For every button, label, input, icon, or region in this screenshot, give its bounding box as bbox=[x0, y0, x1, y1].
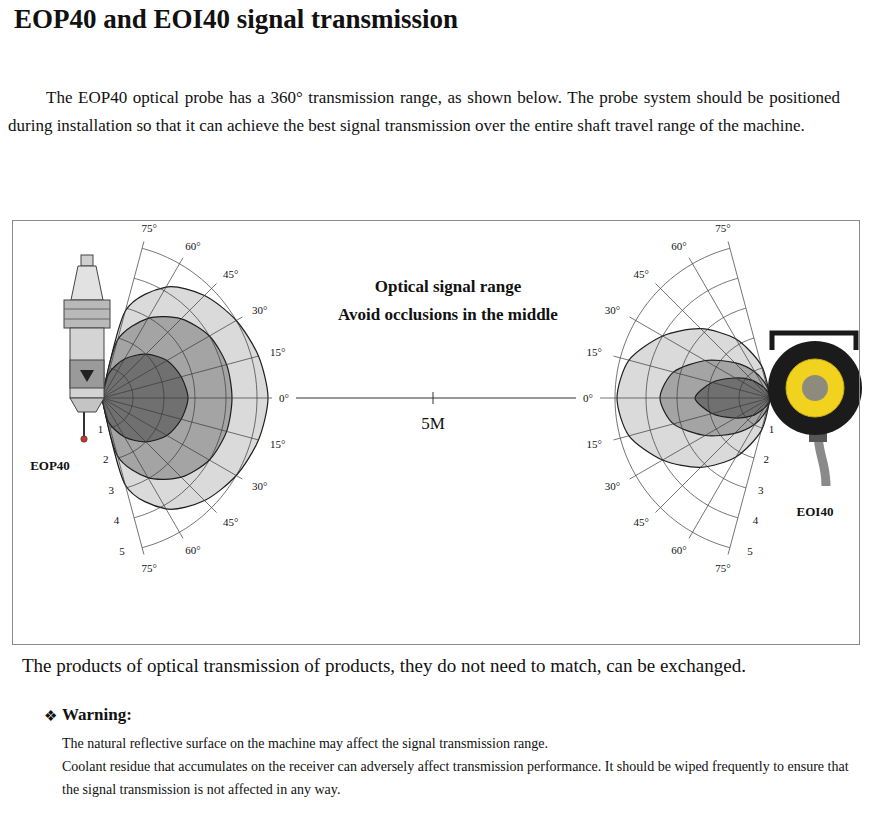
indicator-mark bbox=[80, 370, 94, 382]
note-text: The products of optical transmission of … bbox=[22, 655, 746, 677]
angle-ray bbox=[102, 258, 183, 398]
range-number: 4 bbox=[753, 514, 759, 526]
angle-ray bbox=[102, 317, 242, 398]
intro-paragraph: The EOP40 optical probe has a 360° trans… bbox=[8, 84, 840, 140]
angle-label: 0° bbox=[582, 392, 594, 404]
angle-label: 45° bbox=[222, 268, 239, 280]
part-name: EOP40 bbox=[30, 458, 70, 474]
angle-label: 30° bbox=[251, 304, 268, 316]
part-name: EOI40 bbox=[797, 504, 834, 520]
angle-label: 30° bbox=[604, 480, 621, 492]
distance-tick bbox=[433, 392, 434, 404]
signal-lobes bbox=[102, 287, 770, 510]
warning-text: Coolant residue that accumulates on the … bbox=[62, 755, 852, 801]
range-number: 5 bbox=[747, 545, 753, 557]
probe-nose bbox=[70, 398, 104, 412]
range-number: 3 bbox=[108, 484, 114, 496]
angle-label: 15° bbox=[585, 438, 602, 450]
flange-groove bbox=[64, 309, 110, 310]
angle-ray bbox=[614, 356, 770, 398]
angle-ray bbox=[614, 398, 770, 440]
angle-ray bbox=[728, 398, 770, 554]
angle-label: 75° bbox=[714, 222, 731, 234]
angle-label: 45° bbox=[222, 516, 239, 528]
angle-ray bbox=[655, 398, 770, 513]
angle-label: 0° bbox=[278, 392, 290, 404]
angle-ray bbox=[630, 398, 770, 479]
receiver-housing bbox=[768, 341, 862, 435]
angle-label: 30° bbox=[604, 304, 621, 316]
angle-label: 75° bbox=[140, 562, 157, 574]
polar-grid bbox=[102, 242, 770, 555]
angle-label: 45° bbox=[633, 516, 650, 528]
range-number: 4 bbox=[114, 514, 120, 526]
frame-heading: Optical signal rangeAvoid occlusions in … bbox=[263, 273, 633, 329]
angle-ray bbox=[102, 398, 144, 554]
angle-label: 15° bbox=[585, 346, 602, 358]
angle-ray bbox=[600, 398, 770, 399]
angle-ray bbox=[102, 398, 217, 513]
angle-ray bbox=[689, 398, 770, 538]
warning-heading: Warning: bbox=[62, 705, 132, 725]
range-number: 2 bbox=[763, 453, 769, 465]
angle-label: 75° bbox=[714, 562, 731, 574]
page-title: EOP40 and EOI40 signal transmission bbox=[14, 4, 458, 35]
stylus-ball bbox=[81, 436, 87, 442]
angle-label: 60° bbox=[184, 240, 201, 252]
probe-body bbox=[70, 328, 104, 398]
angle-ray bbox=[102, 398, 258, 440]
distance-line bbox=[296, 398, 576, 399]
frame-caption: Optical signal range bbox=[263, 273, 633, 301]
frame-caption: Avoid occlusions in the middle bbox=[263, 301, 633, 329]
flange bbox=[64, 300, 110, 328]
angle-ray bbox=[102, 283, 217, 398]
receiver-face bbox=[786, 359, 844, 417]
angle-ray bbox=[728, 242, 770, 398]
angle-label: 45° bbox=[633, 268, 650, 280]
receiver-window bbox=[802, 375, 828, 401]
flange-groove bbox=[64, 319, 110, 320]
stylus bbox=[83, 412, 85, 436]
angle-label: 30° bbox=[251, 480, 268, 492]
range-number: 1 bbox=[98, 423, 104, 435]
angle-ray bbox=[102, 356, 258, 398]
angle-label: 60° bbox=[184, 544, 201, 556]
range-number: 2 bbox=[103, 453, 109, 465]
angle-ray bbox=[655, 283, 770, 398]
angle-ray bbox=[102, 398, 183, 538]
distance-label: 5M bbox=[421, 414, 445, 434]
range-number: 1 bbox=[769, 423, 775, 435]
angle-label: 15° bbox=[269, 346, 286, 358]
angle-label: 60° bbox=[670, 240, 687, 252]
angle-ray bbox=[630, 317, 770, 398]
angle-label: 75° bbox=[140, 222, 157, 234]
angle-label: 15° bbox=[269, 438, 286, 450]
receiver-illustration bbox=[768, 333, 862, 486]
bullet-symbol: ❖ bbox=[44, 707, 57, 725]
warning-text: The natural reflective surface on the ma… bbox=[62, 732, 852, 755]
pull-stud bbox=[81, 255, 93, 266]
probe-illustration bbox=[64, 255, 110, 442]
angle-label: 60° bbox=[670, 544, 687, 556]
range-number: 5 bbox=[119, 545, 125, 557]
angle-ray bbox=[689, 258, 770, 398]
range-number: 3 bbox=[758, 484, 764, 496]
angle-ray bbox=[102, 398, 242, 479]
taper-shank bbox=[71, 266, 103, 300]
angle-ray bbox=[102, 398, 272, 399]
probe-window bbox=[70, 360, 104, 388]
